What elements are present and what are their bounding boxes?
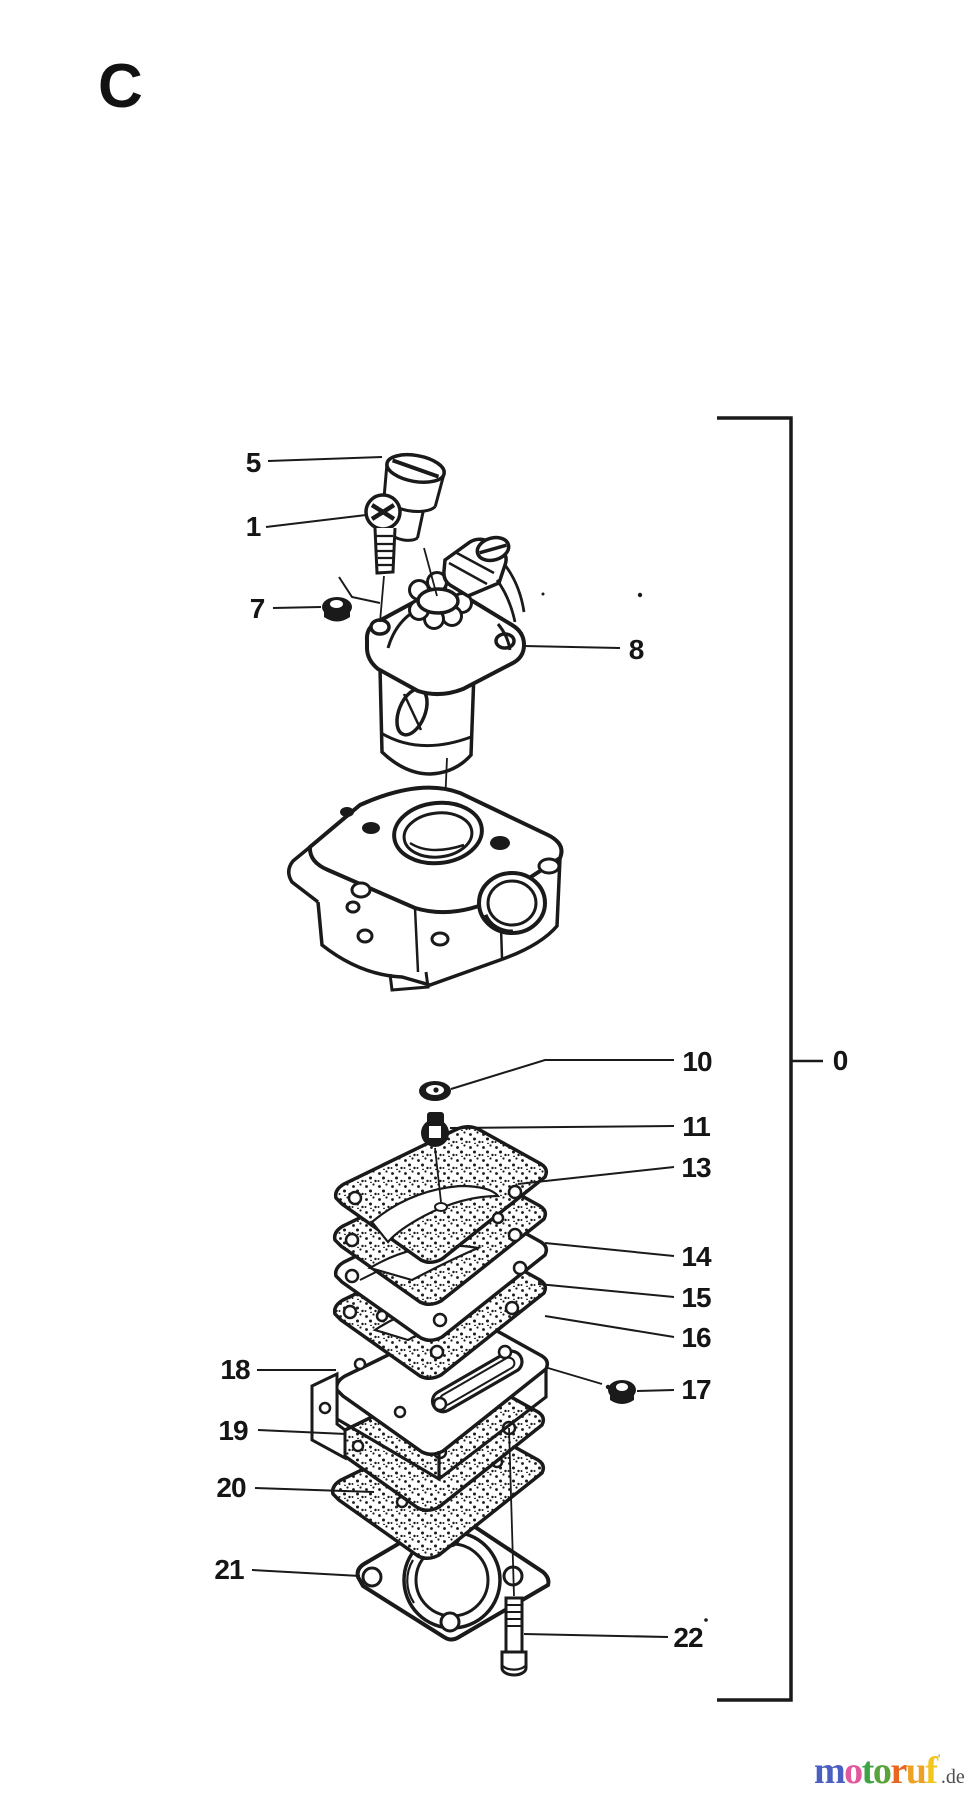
part-8-pump-assembly [364,535,527,899]
callout-16: 16 [681,1322,711,1353]
callout-18: 18 [220,1354,250,1385]
callout-11: 11 [682,1111,711,1142]
print-specks [541,592,708,1622]
callout-14: 14 [681,1241,711,1272]
callout-15: 15 [681,1282,711,1313]
callout-1: 1 [245,511,262,542]
part-7-nut [322,597,352,622]
brand-watermark: m o t o r u f ' .de [814,1749,965,1795]
part-1-screw [364,493,402,623]
callout-13: 13 [681,1152,711,1183]
part-10-washer [419,1081,451,1101]
callout-22: 22 [673,1622,703,1653]
part-5-primer-valve [382,452,446,597]
assembly-bracket [717,416,823,1702]
callout-20: 20 [216,1472,246,1503]
carburetor-body [287,785,564,992]
callout-19: 19 [218,1415,248,1446]
brand-letter: r [890,1750,907,1792]
brand-letter: o [844,1750,863,1792]
part-17-nut [608,1380,636,1404]
part-11-inlet-valve [421,1112,449,1203]
callout-5: 5 [245,447,262,478]
brand-tm-mark: ' [937,1751,941,1765]
part-18-pump-block [310,1317,550,1482]
brand-letter: o [872,1750,892,1792]
callout-8: 8 [628,634,645,665]
brand-letter: m [814,1750,846,1792]
callout-21: 21 [214,1554,244,1585]
leader-lines [251,456,675,1638]
brand-letter: f [925,1750,938,1792]
callout-10: 10 [682,1046,712,1077]
callout-7: 7 [249,593,266,624]
brand-letter: t [861,1750,875,1792]
callout-17: 17 [681,1374,711,1405]
brand-suffix: .de [940,1766,965,1788]
brand-letter: u [905,1750,927,1792]
section-label: C [98,52,143,121]
callout-0-assembly: 0 [832,1045,849,1076]
part-22-bolt [500,1427,528,1677]
